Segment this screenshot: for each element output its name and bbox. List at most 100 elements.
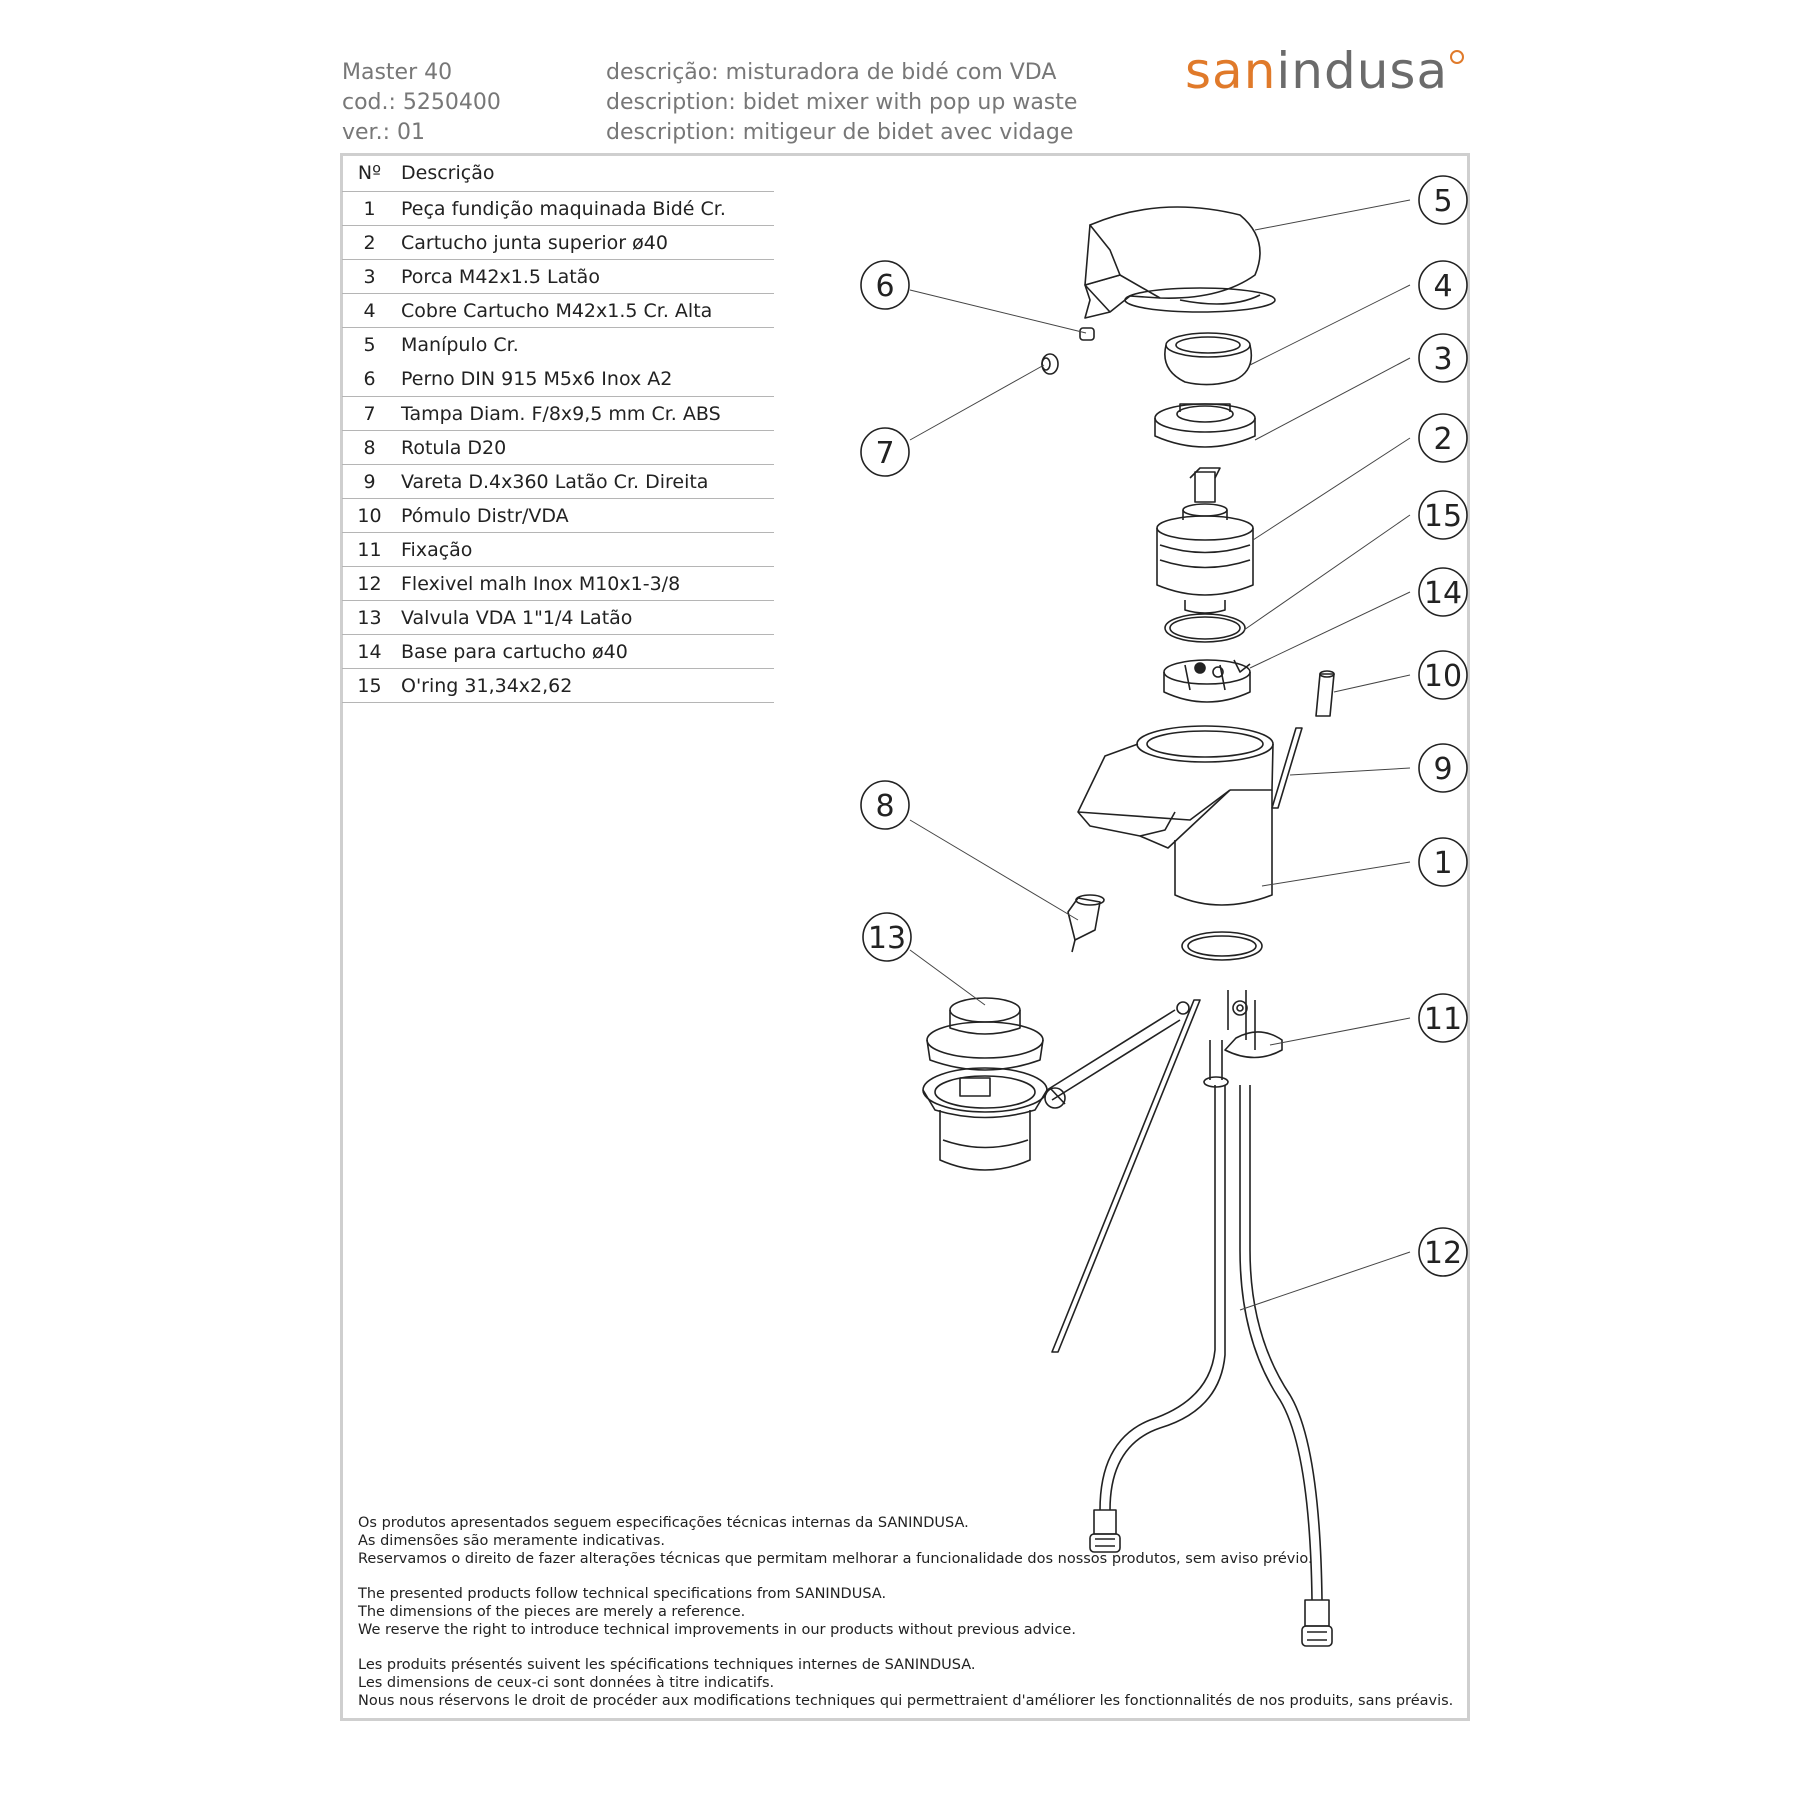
product-code: cod.: 5250400 [342,90,501,115]
part-description: Peça fundição maquinada Bidé Cr. [397,191,774,226]
callout-label: 8 [875,789,894,824]
part-description-pair: Manípulo Cr. Perno DIN 915 M5x6 Inox A2 [397,327,774,397]
callout-3: 3 [1418,333,1468,383]
callout-label: 10 [1424,659,1462,694]
disclaimer-line: Os produtos apresentados seguem especifi… [358,1515,969,1531]
part-number: 12 [342,566,397,601]
part-number: 15 [342,668,397,703]
callout-label: 5 [1433,184,1452,219]
callout-10: 10 [1418,650,1468,700]
part-description: Flexivel malh Inox M10x1-3/8 [397,566,774,601]
callout-15: 15 [1418,490,1468,540]
description-pt: descrição: misturadora de bidé com VDA [606,60,1057,85]
model-name: Master 40 [342,60,453,85]
part-o-ring [1164,613,1246,643]
callout-7: 7 [860,427,910,477]
part-description: Manípulo Cr. [401,334,519,356]
callout-4: 4 [1418,260,1468,310]
part-cartridge-cover [1164,332,1253,386]
callout-label: 3 [1433,342,1452,377]
part-description: Porca M42x1.5 Latão [397,259,774,294]
part-description: Tampa Diam. F/8x9,5 mm Cr. ABS [397,396,774,431]
part-cap [1041,353,1059,375]
part-number: 3 [342,259,397,294]
callout-9: 9 [1418,743,1468,793]
part-number: 4 [342,293,397,328]
disclaimer-line: Les dimensions de ceux-ci sont données à… [358,1675,775,1691]
callout-label: 11 [1424,1002,1462,1037]
part-number: 8 [342,430,397,465]
callout-label: 14 [1424,576,1462,611]
callout-label: 2 [1433,422,1452,457]
part-number: 1 [342,191,397,226]
disclaimer-pt: Os produtos apresentados seguem especifi… [358,1514,1453,1568]
table-header: Nº Descrição [342,155,774,192]
part-number: 7 [342,396,397,431]
part-description: Cartucho junta superior ø40 [397,225,774,260]
part-description: O'ring 31,34x2,62 [397,668,774,703]
disclaimer-line: The presented products follow technical … [358,1586,887,1602]
disclaimer-fr: Les produits présentés suivent les spéci… [358,1656,1453,1710]
callout-1: 1 [1418,837,1468,887]
part-knob [1315,670,1335,717]
callout-8: 8 [860,780,910,830]
part-body [1077,725,1274,906]
part-nut [1154,403,1256,448]
disclaimer: Os produtos apresentados seguem especifi… [358,1514,1453,1727]
part-ball-joint [1067,894,1105,953]
callout-13: 13 [862,912,912,962]
part-number: 11 [342,532,397,567]
part-number: 9 [342,464,397,499]
part-number: 2 [342,225,397,260]
part-number-pair: 5 6 [342,327,397,397]
disclaimer-line: Les produits présentés suivent les spéci… [358,1657,976,1673]
part-description: Fixação [397,532,774,567]
callout-label: 6 [875,269,894,304]
callout-2: 2 [1418,413,1468,463]
part-cartridge [1156,467,1254,614]
part-description: Vareta D.4x360 Latão Cr. Direita [397,464,774,499]
part-rod [1271,727,1303,809]
description-fr: description: mitigeur de bidet avec vida… [606,120,1074,145]
column-number: Nº [342,155,397,192]
part-description: Base para cartucho ø40 [397,634,774,669]
part-handle-lever [1084,206,1276,319]
part-number: 13 [342,600,397,635]
table-row-double: 5 6 Manípulo Cr. Perno DIN 915 M5x6 Inox… [342,327,774,397]
logo-dot-icon [1450,50,1465,64]
product-info: Master 40 cod.: 5250400 ver.: 01 [342,58,501,148]
description-en: description: bidet mixer with pop up was… [606,90,1078,115]
part-description: Valvula VDA 1"1/4 Latão [397,600,774,635]
product-descriptions: descrição: misturadora de bidé com VDA d… [606,58,1077,148]
callout-label: 7 [875,436,894,471]
leader-lines [909,199,1411,1311]
part-number: 6 [363,368,376,390]
part-number: 10 [342,498,397,533]
callout-label: 12 [1424,1236,1462,1271]
callout-label: 13 [868,921,906,956]
part-grub-screw [1079,327,1095,341]
pull-rod [1051,999,1201,1353]
disclaimer-line: The dimensions of the pieces are merely … [358,1604,746,1620]
drawing-frame [340,153,1470,1721]
callout-6: 6 [860,260,910,310]
part-cartridge-base [1163,659,1251,703]
logo-part-san: san [1185,42,1277,100]
part-number: 5 [363,334,376,356]
part-waste-valve [922,997,1190,1171]
version: ver.: 01 [342,120,425,145]
callout-label: 9 [1433,752,1452,787]
